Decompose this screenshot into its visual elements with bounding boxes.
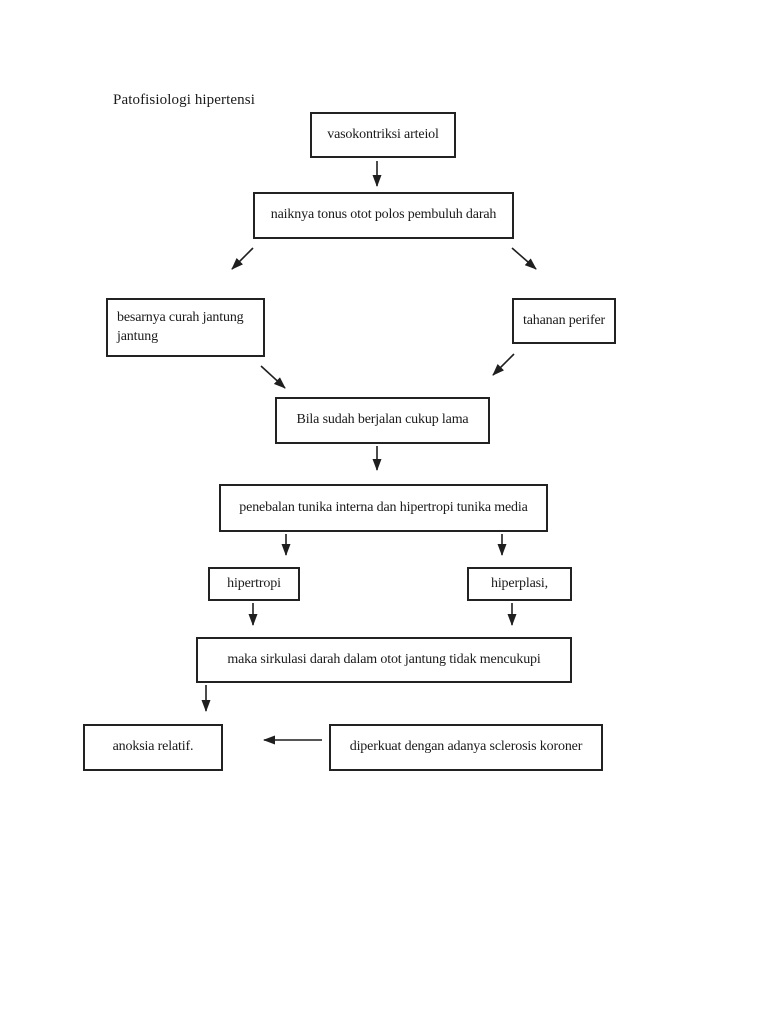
flow-node-label: hiperplasi, [490,575,549,591]
flow-node-label: Bila sudah berjalan cukup lama [296,412,469,428]
flow-node-label: tahanan perifer [522,312,606,328]
flow-node-label: penebalan tunika interna dan hipertropi … [239,499,528,515]
flow-node-label: hipertropi [227,575,281,591]
diagram-title: Patofisiologi hipertensi [113,92,255,108]
flow-node-maka-sirkulasi: maka sirkulasi darah dalam otot jantung … [196,637,572,683]
flow-node-naiknya-tonus: naiknya tonus otot polos pembuluh darah [253,192,514,239]
arrow-naiknya-to-tahanan [511,247,537,270]
flow-node-hipertropi: hipertropi [208,567,300,601]
flow-node-diperkuat-sclerosis: diperkuat dengan adanya sclerosis korone… [329,724,603,771]
flow-node-label-line1: besarnya curah jantung [117,310,244,326]
flow-node-anoksia-relatif: anoksia relatif. [83,724,223,771]
flow-node-vasokontriksi-arteiol: vasokontriksi arteiol [310,112,456,158]
flow-node-besarnya-curah-jantung: besarnya curah jantung jantung [106,298,265,357]
flow-node-bila-sudah-berjalan: Bila sudah berjalan cukup lama [275,397,490,444]
flow-node-label: naiknya tonus otot polos pembuluh darah [270,207,497,223]
flow-node-penebalan-tunika: penebalan tunika interna dan hipertropi … [219,484,548,532]
arrow-naiknya-to-besarnya [231,247,254,270]
flow-node-label: vasokontriksi arteiol [327,126,439,142]
flow-node-hiperplasi: hiperplasi, [467,567,572,601]
arrow-tahanan-to-bila [492,353,515,376]
flow-node-label: diperkuat dengan adanya sclerosis korone… [349,739,583,755]
flow-node-label: anoksia relatif. [112,739,194,755]
flow-node-tahanan-perifer: tahanan perifer [512,298,616,344]
arrow-besarnya-to-bila [260,365,286,389]
flow-node-label: maka sirkulasi darah dalam otot jantung … [227,651,541,667]
flow-node-label-line2: jantung [117,328,158,344]
